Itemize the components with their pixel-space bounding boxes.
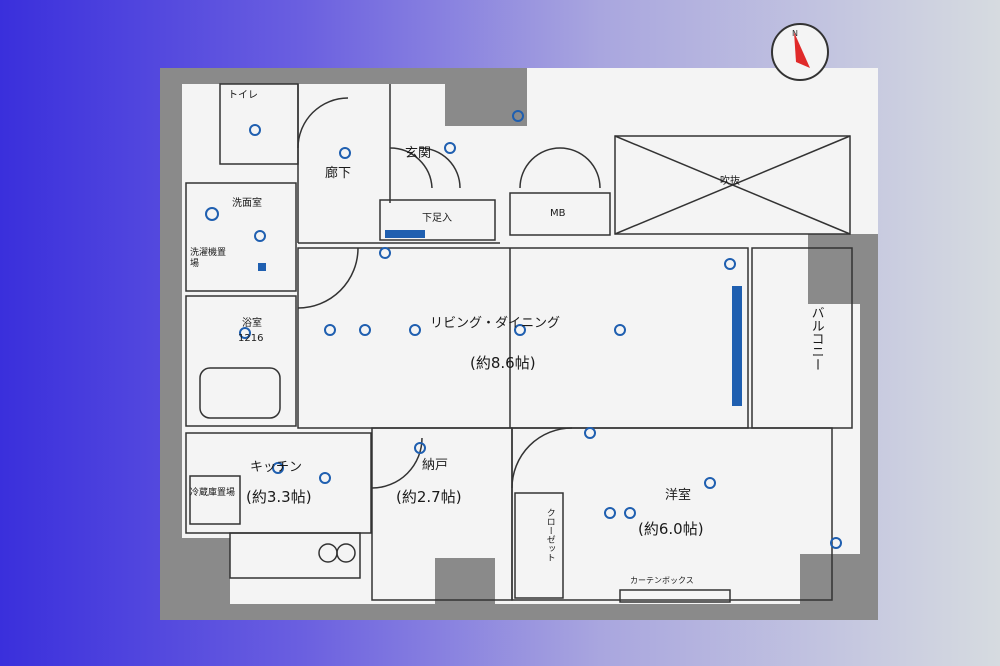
wall-bottom-right-block <box>800 554 878 620</box>
bath-label: 浴室 <box>242 318 262 329</box>
walls <box>160 68 878 620</box>
compass-north-label: N <box>792 29 798 38</box>
fixture-fills <box>258 230 742 406</box>
wall-inner-left <box>174 166 180 526</box>
closet-label: クローゼット <box>544 508 555 562</box>
fixture-marks <box>205 110 842 549</box>
fridge-label: 冷蔵庫置場 <box>190 488 236 498</box>
kitchen-label: キッチン <box>250 460 303 475</box>
compass-icon: N <box>771 23 829 81</box>
interior-lines <box>185 83 853 603</box>
corridor-label: 廊下 <box>325 166 352 181</box>
toilet-label: トイレ <box>228 90 258 101</box>
north-compass: N <box>770 22 830 82</box>
laundry-label: 洗濯機置場 <box>190 248 227 269</box>
floor-plan: トイレ 廊下 玄関 下足入 MB 吹抜 洗面室 洗濯機置場 浴室 1216 リビ… <box>160 68 878 620</box>
curtain-box-label: カーテンボックス <box>630 576 694 585</box>
wall-bottom-mid-block <box>435 558 495 618</box>
storage-label: 納戸 <box>422 458 449 473</box>
balcony-label: バルコニー <box>808 306 824 371</box>
washroom-label: 洗面室 <box>232 198 262 209</box>
bath-size-label: 1216 <box>238 333 264 344</box>
entrance-label: 玄関 <box>405 146 432 161</box>
living-dining-size-label: (約8.6帖) <box>470 354 536 372</box>
mb-label: MB <box>550 208 566 219</box>
living-dining-label: リビング・ダイニング <box>430 316 561 331</box>
wall-bottom <box>160 604 878 620</box>
wall-top-left <box>160 68 450 84</box>
wall-top-notch <box>445 68 527 126</box>
shoe-box-label: 下足入 <box>422 213 452 224</box>
western-label: 洋室 <box>665 488 692 503</box>
wall-right <box>860 234 878 554</box>
kitchen-size-label: (約3.3帖) <box>246 488 312 506</box>
floor-plan-drawing <box>160 68 878 620</box>
void-label: 吹抜 <box>720 176 740 187</box>
storage-size-label: (約2.7帖) <box>396 488 462 506</box>
western-size-label: (約6.0帖) <box>638 520 704 538</box>
compass-pointer <box>794 32 810 68</box>
